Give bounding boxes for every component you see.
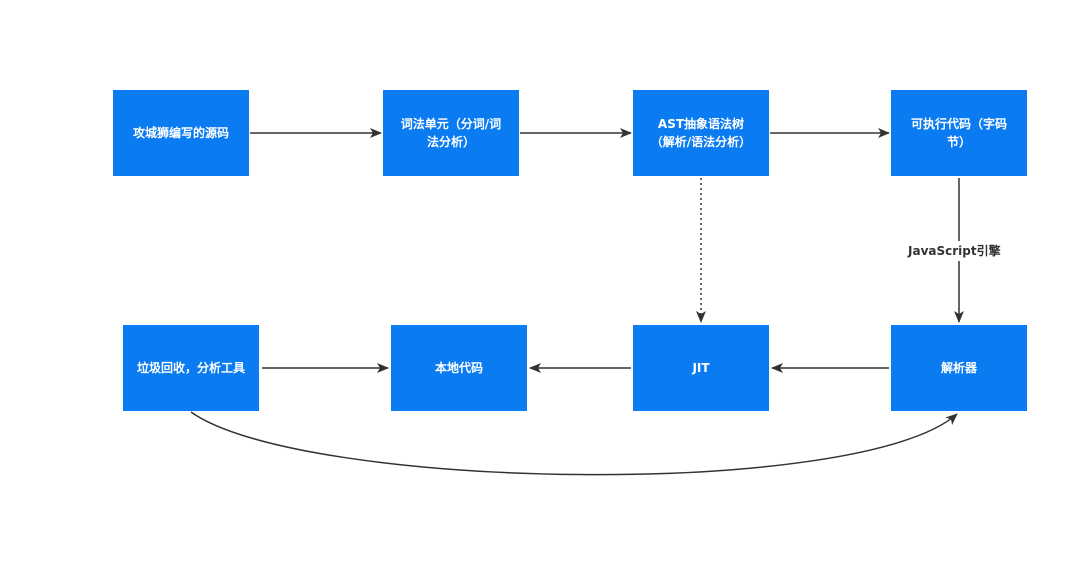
edge-label-javascript-engine: JavaScript引擎: [904, 241, 1005, 261]
node-bytecode[interactable]: 可执行代码（字码 节）: [891, 90, 1027, 176]
node-lexical-tokens-label: 词法单元（分词/词 法分析）: [400, 117, 502, 149]
node-ast[interactable]: AST抽象语法树 （解析/语法分析）: [633, 90, 769, 176]
node-garbage-collection-label: 垃圾回收，分析工具: [136, 361, 245, 375]
node-lexical-tokens[interactable]: 词法单元（分词/词 法分析）: [383, 90, 519, 176]
node-native-code-label: 本地代码: [434, 361, 483, 375]
node-interpreter[interactable]: 解析器: [891, 325, 1027, 411]
node-jit-label: JIT: [692, 361, 710, 375]
node-interpreter-label: 解析器: [940, 361, 977, 375]
node-bytecode-label: 可执行代码（字码 节）: [910, 117, 1007, 149]
node-source-code-label: 攻城狮编写的源码: [132, 126, 229, 140]
node-garbage-collection[interactable]: 垃圾回收，分析工具: [123, 325, 259, 411]
edge-gc-to-interpreter-curve: [190, 411, 958, 476]
node-native-code[interactable]: 本地代码: [391, 325, 527, 411]
node-ast-label: AST抽象语法树 （解析/语法分析）: [650, 117, 752, 149]
node-jit[interactable]: JIT: [633, 325, 769, 411]
node-source-code[interactable]: 攻城狮编写的源码: [113, 90, 249, 176]
